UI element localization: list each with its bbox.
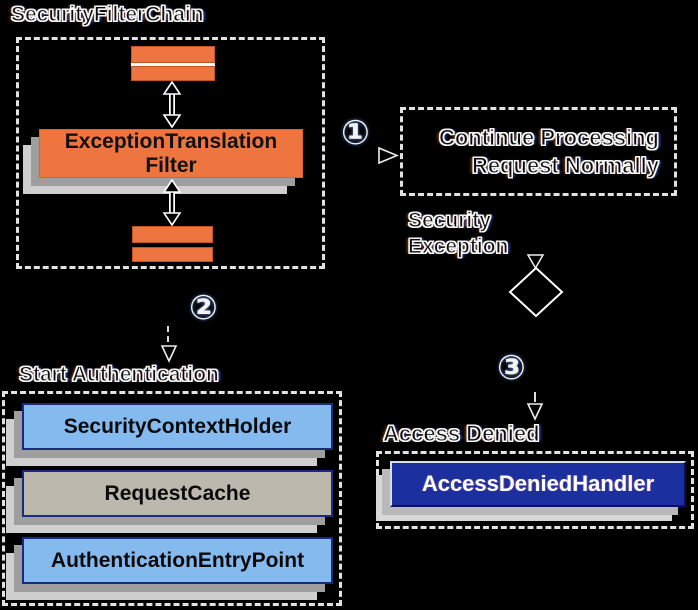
- request-cache-box: RequestCache: [22, 470, 333, 517]
- continue-processing-line1: Continue Processing: [438, 124, 659, 150]
- decision-diamond-icon: [508, 266, 564, 318]
- filter-bar: [131, 46, 215, 63]
- step-2-badge: ②: [189, 288, 218, 328]
- security-context-holder-label: SecurityContextHolder: [63, 414, 292, 438]
- security-filter-chain-title: SecurityFilterChain: [10, 2, 204, 26]
- step-3-badge: ③: [497, 348, 526, 388]
- exception-translation-filter-label-line2: Filter: [145, 153, 197, 177]
- dashed-connector: [534, 392, 536, 402]
- security-exception-line1: Security: [407, 208, 491, 232]
- exception-translation-filter-box: ExceptionTranslation Filter: [39, 129, 303, 178]
- filter-bar: [132, 226, 213, 243]
- security-exception-label: Security Exception: [407, 208, 509, 260]
- security-filter-chain-box: [16, 37, 325, 269]
- filter-bar: [132, 247, 213, 262]
- step-1-badge: ①: [341, 113, 370, 153]
- bidirectional-arrow-icon: [162, 179, 182, 226]
- request-cache-label: RequestCache: [104, 481, 251, 505]
- filter-stack-top-icon: [131, 46, 215, 81]
- bidirectional-arrow-icon: [162, 81, 182, 128]
- start-authentication-box: [2, 391, 342, 606]
- start-authentication-title: Start Authentication: [18, 362, 219, 386]
- continue-processing-box: Continue Processing Request Normally: [400, 107, 677, 196]
- access-denied-handler-label: AccessDeniedHandler: [421, 471, 655, 496]
- authentication-entry-point-box: AuthenticationEntryPoint: [22, 537, 333, 584]
- filter-bar-separator: [131, 63, 215, 66]
- dashed-connector: [167, 326, 169, 342]
- filter-stack-bottom-icon: [132, 226, 213, 262]
- security-exception-line2: Exception: [407, 234, 509, 258]
- flow-arrowhead-down-icon: [160, 345, 178, 363]
- flow-arrowhead-right-icon: [378, 146, 399, 165]
- flow-arrowhead-down-icon: [526, 254, 545, 269]
- continue-processing-line2: Request Normally: [471, 152, 659, 178]
- exception-translation-filter-label-line1: ExceptionTranslation: [64, 129, 278, 153]
- authentication-entry-point-label: AuthenticationEntryPoint: [50, 548, 305, 572]
- access-denied-title: Access Denied: [382, 420, 540, 446]
- access-denied-handler-box: AccessDeniedHandler: [390, 461, 686, 507]
- security-context-holder-box: SecurityContextHolder: [22, 403, 333, 450]
- flow-arrowhead-down-icon: [526, 403, 544, 421]
- filter-bar: [131, 66, 215, 81]
